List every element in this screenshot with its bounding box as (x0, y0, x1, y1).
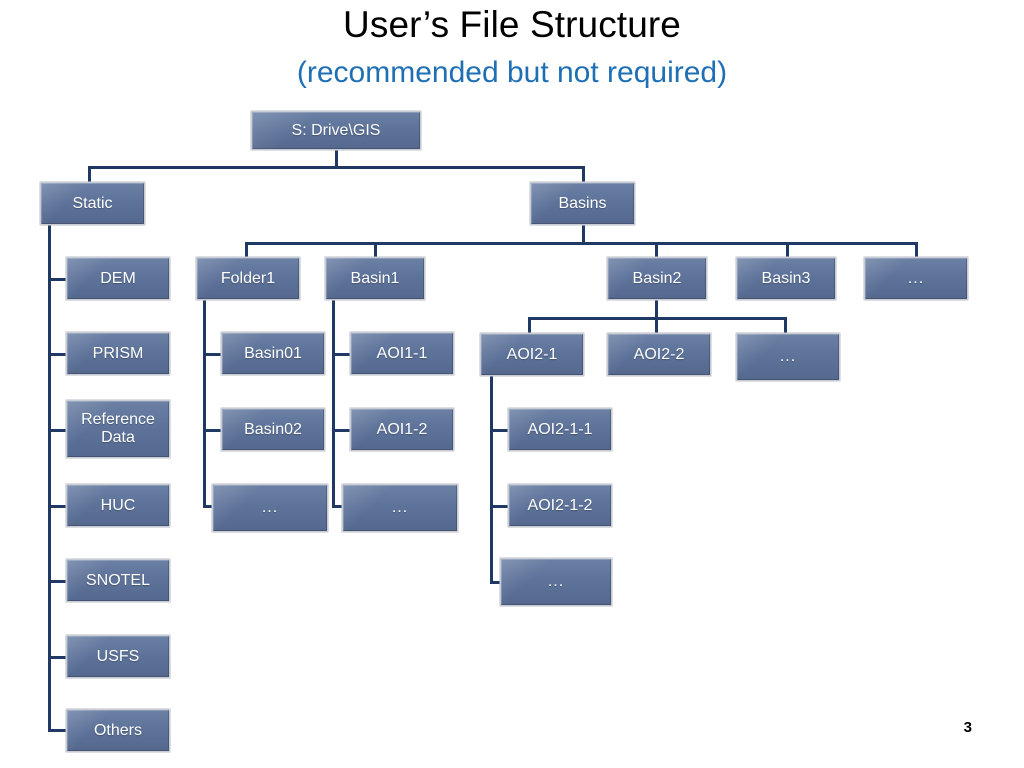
connector-basins-to-basin3 (786, 242, 789, 258)
node-root-label: S: Drive\GIS (291, 121, 381, 139)
connector-aoi2-1-spine (490, 376, 493, 584)
node-static[interactable]: Static (40, 182, 145, 225)
node-basins-label: Basins (558, 194, 607, 212)
node-aoi2-1[interactable]: AOI2-1 (480, 333, 584, 376)
node-basin3[interactable]: Basin3 (736, 257, 836, 300)
connector-basin2-to-more (784, 317, 787, 333)
node-aoi1-1-label: AOI1-1 (376, 344, 428, 362)
node-usfs[interactable]: USFS (66, 635, 170, 678)
connector-basin1-aoi1-1 (332, 353, 350, 356)
node-aoi2-1-2-label: AOI2-1-2 (527, 496, 593, 514)
node-folder1[interactable]: Folder1 (196, 257, 300, 300)
node-aoi2-1-2[interactable]: AOI2-1-2 (508, 484, 612, 527)
connector-folder1-basin01 (203, 353, 221, 356)
node-aoi1-2[interactable]: AOI1-2 (350, 408, 454, 451)
connector-basin2-to-aoi2-1 (528, 317, 531, 333)
node-aoi2-2[interactable]: AOI2-2 (607, 333, 711, 376)
node-basin1-more-label: ... (391, 499, 409, 517)
page-subtitle: (recommended but not required) (296, 56, 728, 89)
connector-static-reference (48, 429, 66, 432)
connector-basins-to-folder1 (245, 242, 248, 258)
node-basin1-label: Basin1 (350, 269, 400, 287)
node-aoi2-1-1-label: AOI2-1-1 (527, 420, 593, 438)
node-basins-more-label: ... (907, 269, 925, 287)
page-number: 3 (963, 719, 972, 736)
node-basin01[interactable]: Basin01 (221, 332, 325, 375)
node-aoi2-1-label: AOI2-1 (506, 345, 558, 363)
node-basins[interactable]: Basins (530, 182, 635, 225)
node-basin01-label: Basin01 (244, 344, 302, 362)
node-basin1-more[interactable]: ... (342, 484, 458, 532)
node-basin2-more-label: ... (779, 348, 797, 366)
node-others[interactable]: Others (66, 709, 170, 752)
node-prism[interactable]: PRISM (66, 332, 170, 375)
node-reference-data-label-line2: Data (101, 429, 135, 446)
connector-basin1-more (332, 505, 350, 508)
node-aoi1-1[interactable]: AOI1-1 (350, 332, 454, 375)
node-folder1-more[interactable]: ... (212, 484, 328, 532)
connector-basin1-spine (332, 300, 335, 508)
connector-aoi2-1-child2 (490, 505, 508, 508)
node-aoi2-1-more[interactable]: ... (500, 558, 612, 606)
node-basin02[interactable]: Basin02 (221, 408, 325, 451)
connector-static-usfs (48, 656, 66, 659)
connector-root-stem (335, 150, 338, 168)
connector-basins-to-basin2 (655, 242, 658, 258)
node-snotel[interactable]: SNOTEL (66, 559, 170, 602)
node-huc-label: HUC (100, 496, 136, 514)
connector-static-snotel (48, 580, 66, 583)
node-aoi1-2-label: AOI1-2 (376, 420, 428, 438)
connector-folder1-spine (203, 300, 206, 508)
node-basin2[interactable]: Basin2 (607, 257, 707, 300)
connector-basins-stem (582, 225, 585, 244)
connector-basin1-aoi1-2 (332, 429, 350, 432)
node-aoi2-2-label: AOI2-2 (633, 345, 685, 363)
node-basin3-label: Basin3 (761, 269, 811, 287)
connector-basins-to-basin1 (374, 242, 377, 258)
node-static-label: Static (72, 194, 113, 212)
connector-static-spine (48, 224, 51, 732)
node-usfs-label: USFS (96, 647, 140, 665)
node-reference-data-label-line1: Reference (81, 411, 155, 429)
node-folder1-label: Folder1 (220, 269, 276, 287)
connector-basin2-to-aoi2-2 (655, 317, 658, 333)
connector-aoi2-1-child1 (490, 429, 508, 432)
node-root[interactable]: S: Drive\GIS (251, 111, 421, 150)
node-snotel-label: SNOTEL (85, 571, 150, 589)
connector-static-others (48, 729, 66, 732)
node-dem-label: DEM (100, 269, 136, 287)
node-reference-data[interactable]: Reference Data (66, 400, 170, 458)
connector-folder1-basin02 (203, 429, 221, 432)
node-dem[interactable]: DEM (66, 257, 170, 300)
node-huc[interactable]: HUC (66, 484, 170, 527)
connector-static-huc (48, 505, 66, 508)
node-folder1-more-label: ... (261, 499, 279, 517)
connector-root-to-static (88, 166, 91, 182)
connector-static-dem (48, 278, 66, 281)
connector-basins-to-more (915, 242, 918, 258)
node-others-label: Others (93, 721, 142, 739)
node-basin02-label: Basin02 (244, 420, 302, 438)
node-basins-more[interactable]: ... (864, 257, 968, 300)
connector-basins-bus (245, 242, 918, 245)
node-aoi2-1-1[interactable]: AOI2-1-1 (508, 408, 612, 451)
page-title: User’s File Structure (343, 4, 681, 45)
node-basin2-more[interactable]: ... (736, 333, 840, 381)
connector-static-prism (48, 353, 66, 356)
node-basin2-label: Basin2 (632, 269, 682, 287)
node-prism-label: PRISM (92, 344, 144, 362)
connector-basin2-stem (655, 300, 658, 319)
connector-aoi2-1-more (490, 581, 508, 584)
node-aoi2-1-more-label: ... (547, 573, 565, 591)
connector-root-to-basins (582, 166, 585, 182)
node-basin1[interactable]: Basin1 (325, 257, 425, 300)
connector-root-bus (88, 166, 585, 169)
